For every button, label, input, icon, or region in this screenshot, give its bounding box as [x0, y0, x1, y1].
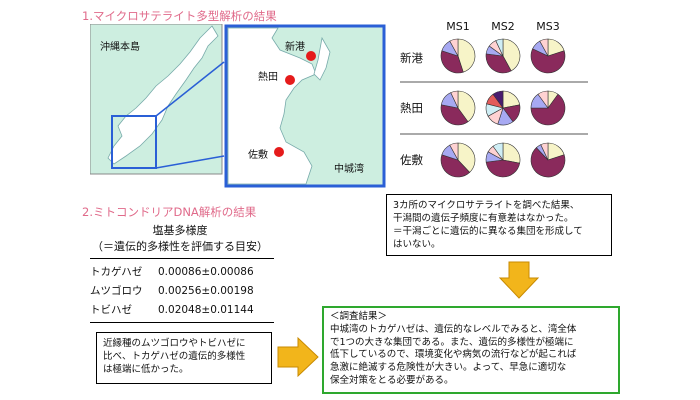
compare-line: 比べ、トカゲハゼの遺伝的多様性	[103, 351, 246, 362]
site-label-sashiki: 佐敷	[248, 150, 268, 161]
section1-title: 1.マイクロサテライト多型解析の結果	[82, 9, 277, 23]
pie-grid	[400, 38, 588, 178]
pie-slice	[502, 38, 521, 72]
bay-label: 中城湾	[334, 164, 364, 175]
peninsula-shape	[313, 36, 331, 81]
species-name: トカゲハゼ	[90, 266, 143, 278]
table-header-subtitle: （＝遺伝的多様性を評価する目安）	[92, 240, 268, 253]
pie-slice	[485, 159, 521, 178]
species-value: 0.00086±0.00086	[158, 266, 254, 278]
table-header-title: 塩基多様度	[152, 224, 208, 237]
table-rule-bottom	[90, 322, 274, 323]
pie-slice	[457, 142, 476, 173]
pie-slice	[457, 38, 476, 73]
table-row: トビハゼ 0.02048±0.01144	[90, 302, 274, 317]
pie-slice	[540, 142, 549, 161]
pie-slice	[539, 38, 549, 57]
result-line: 低下しているので、環境変化や病気の流行などが起これば	[330, 349, 577, 361]
col-head-ms1: MS1	[446, 20, 470, 33]
compare-line: 近縁種のムツゴロウやトビハゼに	[103, 338, 246, 349]
site-label-shinko: 新港	[285, 42, 305, 53]
pie-slice	[530, 48, 566, 74]
pie-slice	[485, 53, 512, 74]
table-row: トカゲハゼ 0.00086±0.00086	[90, 264, 274, 279]
down-arrow-icon	[498, 261, 540, 299]
species-value: 0.00256±0.00198	[158, 285, 254, 297]
compare-line: は極端に低かった。	[103, 364, 189, 375]
right-arrow-icon	[277, 336, 319, 378]
table-row: ムツゴロウ 0.00256±0.00198	[90, 283, 274, 298]
pie-slice	[530, 93, 566, 126]
result-line: で1つの大きな集団である。また、遺伝的多様性が極端に	[330, 336, 574, 348]
pie-slice	[502, 142, 521, 164]
species-value: 0.02048±0.01144	[158, 304, 254, 316]
note-line: はいない。	[393, 239, 441, 250]
site-marker-atta	[285, 75, 295, 85]
zoomed-land-shape	[227, 27, 317, 185]
site-label-atta: 熱田	[258, 72, 278, 83]
compare-box: 近縁種のムツゴロウやトビハゼに 比べ、トカゲハゼの遺伝的多様性 は極端に低かった…	[96, 332, 272, 384]
col-head-ms2: MS2	[491, 20, 515, 33]
row-label-sashiki: 佐敷	[400, 153, 423, 167]
note-line: 3カ所のマイクロサテライトを調べた結果、	[393, 200, 580, 211]
okinawa-map	[90, 24, 386, 188]
result-line: 中城湾のトカゲハゼは、遺伝的なレベルでみると、湾全体	[330, 323, 577, 335]
table-rule-top	[90, 258, 274, 259]
okinawa-label: 沖縄本島	[100, 42, 140, 53]
row-label-shinko: 新港	[400, 51, 423, 65]
diversity-table: 塩基多様度 （＝遺伝的多様性を評価する目安） トカゲハゼ 0.00086±0.00…	[90, 223, 274, 323]
pie-slice	[449, 38, 459, 57]
note-line: ＝干潟ごとに遺伝的に異なる集団を形成して	[393, 226, 583, 237]
species-name: ムツゴロウ	[90, 285, 143, 297]
zoom-region-box	[111, 115, 157, 169]
pie-slice	[440, 50, 464, 74]
pie-slice	[449, 142, 459, 161]
pie-slice	[450, 90, 459, 109]
site-marker-shinko	[306, 51, 316, 61]
pie-slice	[495, 38, 504, 57]
zoom-connector-bottom	[155, 155, 225, 169]
pie-slice	[492, 142, 504, 161]
result-box: ＜調査結果＞ 中城湾のトカゲハゼは、遺伝的なレベルでみると、湾全体 で1つの大き…	[322, 306, 620, 394]
note-line: 干潟間の遺伝子頻度に有意差はなかった。	[393, 213, 574, 224]
pie-slice	[492, 90, 504, 109]
pie-slice	[530, 147, 566, 178]
site-marker-sashiki	[274, 147, 284, 157]
note-box: 3カ所のマイクロサテライトを調べた結果、 干潟間の遺伝子頻度に有意差はなかった。…	[386, 194, 612, 256]
zoom-connector-top	[155, 61, 225, 117]
col-head-ms3: MS3	[536, 20, 560, 33]
species-name: トビハゼ	[90, 304, 132, 316]
pie-slice	[440, 104, 469, 126]
pie-slice	[537, 90, 549, 109]
pie-slice	[457, 90, 476, 123]
result-line: 保全対策をとる必要がある。	[330, 374, 454, 386]
result-line: 急激に絶滅する危険性が大きい。よって、早急に適切な	[330, 362, 567, 374]
result-title: ＜調査結果＞	[330, 311, 388, 322]
pie-slice	[440, 154, 471, 178]
row-label-atta: 熱田	[400, 101, 423, 115]
section2-title: 2.ミトコンドリアDNA解析の結果	[82, 205, 257, 219]
